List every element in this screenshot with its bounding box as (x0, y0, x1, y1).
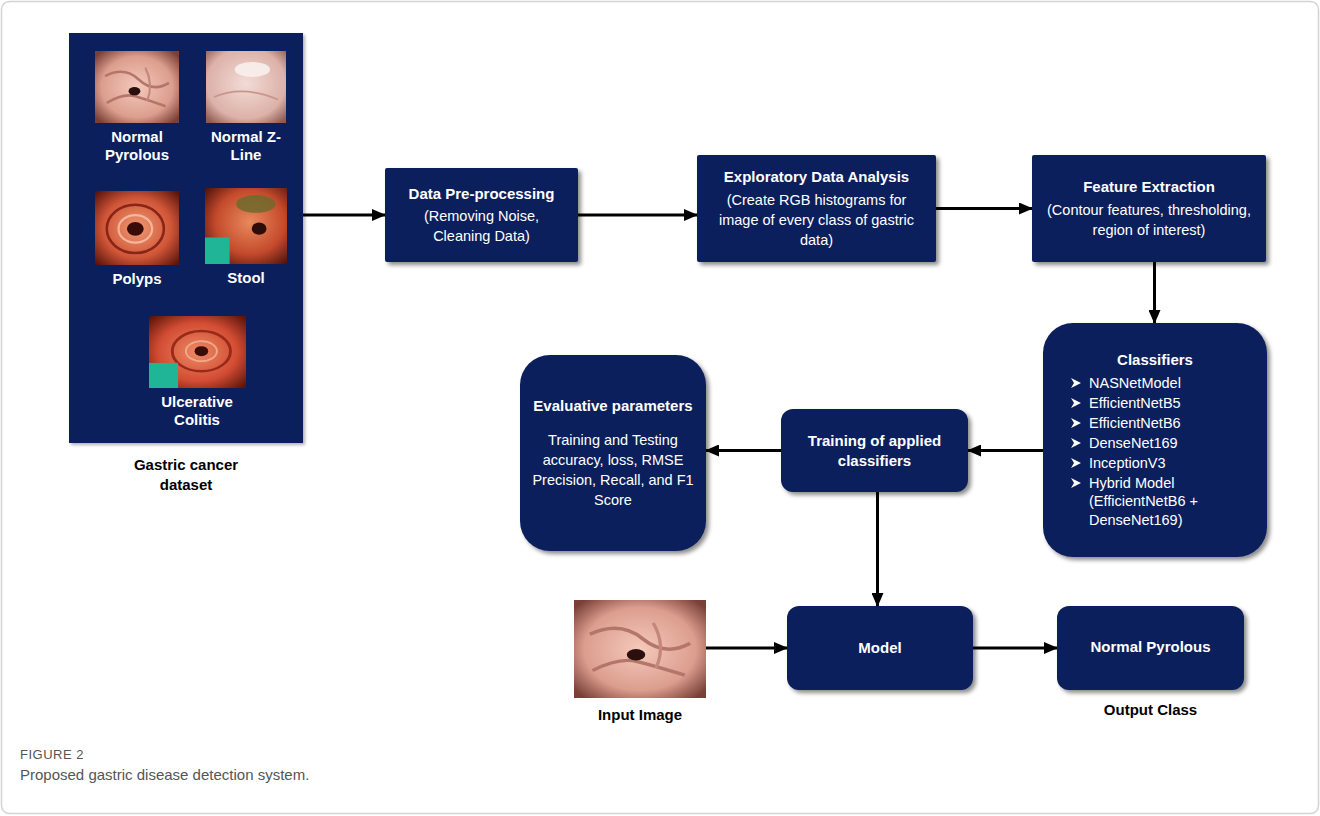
bullet-arrow (1070, 437, 1082, 449)
box-content: Exploratory Data Analysis (Create RGB his… (707, 167, 926, 250)
classifier-item: EfficientNetB6 (1070, 414, 1240, 433)
output-box: Normal PyrolousOutput Class (1057, 606, 1244, 690)
class-sample: Ulcerative Colitis (142, 316, 252, 429)
figure-number: FIGURE 2 (20, 747, 84, 762)
box-content: ClassifiersNASNetModelEfficientNetB5Effi… (1053, 350, 1257, 530)
flow-arrow (578, 214, 697, 217)
classifier-name: NASNetModel (1089, 374, 1181, 393)
process-box: Model (787, 606, 973, 690)
box-content: Model (797, 638, 963, 658)
class-label: Normal Z-Line (198, 128, 294, 164)
bullet-arrow (1070, 477, 1082, 489)
box-title: Evaluative parameters (533, 396, 692, 416)
image-caption: Input Image (574, 706, 706, 723)
flow-arrow (706, 647, 787, 650)
process-box: Exploratory Data Analysis (Create RGB his… (697, 155, 936, 262)
box-title: Normal Pyrolous (1090, 637, 1210, 657)
box-title: Exploratory Data Analysis (724, 167, 909, 187)
class-label: Ulcerative Colitis (149, 393, 245, 429)
class-label: Polyps (112, 270, 161, 288)
process-box: Data Pre-processing(Removing Noise, Clea… (385, 168, 578, 262)
box-text: (Create RGB histograms for image of ever… (707, 190, 926, 250)
box-text: Training and Testing accuracy, loss, RMS… (530, 430, 696, 510)
dataset-caption: Gastric cancer dataset (111, 455, 261, 494)
endoscopy-thumbnail (149, 316, 246, 388)
bullet-arrow (1070, 417, 1082, 429)
process-box: Evaluative parametersTraining and Testin… (520, 355, 706, 551)
flow-arrow (876, 492, 879, 606)
class-label: Normal Pyrolous (89, 128, 185, 164)
box-content: Normal Pyrolous (1067, 637, 1234, 660)
class-label: Stool (227, 269, 265, 287)
classifier-name: InceptionV3 (1089, 454, 1166, 473)
input-image-frame: Input Image (574, 600, 706, 698)
classifier-name: DenseNet169 (1089, 434, 1178, 453)
box-title: Classifiers (1117, 350, 1193, 370)
process-box: Feature Extraction (Contour features, thr… (1032, 155, 1266, 262)
flow-arrow (936, 207, 1032, 210)
classifier-item: InceptionV3 (1070, 454, 1240, 473)
flow-arrow (303, 214, 385, 217)
output-caption: Output Class (1057, 701, 1244, 718)
figure-caption: Proposed gastric disease detection syste… (20, 766, 309, 783)
endoscopy-thumbnail (206, 51, 286, 123)
flow-arrow (968, 449, 1043, 452)
box-content: Data Pre-processing(Removing Noise, Clea… (395, 184, 568, 247)
box-text: (Contour features, thresholding, region … (1042, 200, 1256, 240)
endoscopy-thumbnail (205, 188, 287, 264)
class-sample: Polyps (81, 191, 193, 288)
class-sample: Normal Pyrolous (81, 51, 193, 164)
endoscopy-thumbnail (95, 191, 179, 265)
flow-arrow (1153, 262, 1156, 323)
class-sample: Normal Z-Line (191, 51, 301, 164)
box-content: Feature Extraction (Contour features, thr… (1042, 177, 1256, 240)
box-title: Model (858, 638, 901, 658)
process-box: Training of applied classifiers (781, 409, 968, 492)
classifier-name: Hybrid Model (EfficientNetB6 + DenseNet1… (1089, 474, 1240, 531)
classifier-item: NASNetModel (1070, 374, 1240, 393)
classifier-item: Hybrid Model (EfficientNetB6 + DenseNet1… (1070, 474, 1240, 531)
bullet-arrow (1070, 377, 1082, 389)
endoscopy-thumbnail (95, 51, 179, 123)
bullet-arrow (1070, 397, 1082, 409)
classifier-item: EfficientNetB5 (1070, 394, 1240, 413)
classifier-name: EfficientNetB5 (1089, 394, 1181, 413)
box-text: (Removing Noise, Cleaning Data) (395, 206, 568, 246)
input-endoscopy-image (574, 600, 706, 698)
classifier-item: DenseNet169 (1070, 434, 1240, 453)
box-title: Data Pre-processing (409, 184, 555, 204)
box-title: Training of applied classifiers (791, 431, 958, 470)
flow-arrow (706, 449, 781, 452)
flow-arrow (973, 647, 1057, 650)
classifier-box: ClassifiersNASNetModelEfficientNetB5Effi… (1043, 323, 1267, 557)
box-title: Feature Extraction (1083, 177, 1215, 197)
dataset-panel: Gastric cancer dataset Normal Pyrolous N… (69, 33, 303, 443)
class-sample: Stool (191, 188, 301, 287)
bullet-arrow (1070, 457, 1082, 469)
box-content: Training of applied classifiers (791, 431, 958, 470)
box-content: Evaluative parametersTraining and Testin… (530, 396, 696, 510)
classifier-name: EfficientNetB6 (1089, 414, 1181, 433)
